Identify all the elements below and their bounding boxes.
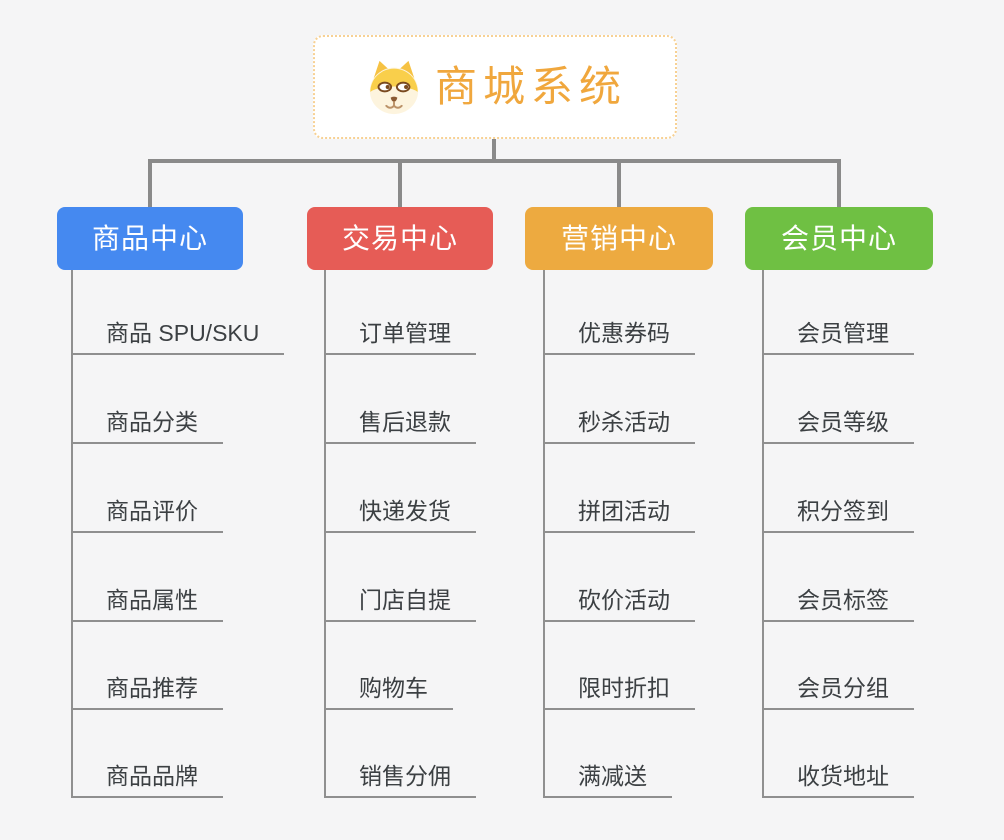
connector-branch-stub <box>148 159 152 207</box>
leaf-node[interactable]: 限时折扣 <box>543 675 695 710</box>
branch-label: 交易中心 <box>341 222 458 254</box>
root-title: 商城系统 <box>434 63 627 110</box>
leaf-label: 限时折扣 <box>578 675 670 701</box>
connector-trunk <box>71 270 73 798</box>
leaf-label: 积分签到 <box>797 498 889 524</box>
leaf-label: 订单管理 <box>359 320 451 346</box>
leaf-label: 商品属性 <box>106 587 198 613</box>
branch-label: 营销中心 <box>560 222 677 254</box>
leaf-label: 秒杀活动 <box>578 409 670 435</box>
leaf-node[interactable]: 收货地址 <box>762 763 914 798</box>
leaf-node[interactable]: 购物车 <box>324 675 453 710</box>
branch-node[interactable]: 会员中心 <box>745 207 933 270</box>
leaf-node[interactable]: 门店自提 <box>324 587 476 622</box>
root-node[interactable]: 商城系统 <box>313 35 677 139</box>
leaf-node[interactable]: 售后退款 <box>324 409 476 444</box>
leaf-node[interactable]: 积分签到 <box>762 498 914 533</box>
branch-node[interactable]: 营销中心 <box>525 207 713 270</box>
leaf-node[interactable]: 会员分组 <box>762 675 914 710</box>
leaf-node[interactable]: 商品属性 <box>71 587 223 622</box>
branch-node[interactable]: 商品中心 <box>57 207 243 270</box>
leaf-label: 优惠券码 <box>578 320 670 346</box>
leaf-label: 拼团活动 <box>578 498 670 524</box>
connector-branch-stub <box>837 159 841 207</box>
leaf-label: 销售分佣 <box>359 763 451 789</box>
leaf-node[interactable]: 会员管理 <box>762 320 914 355</box>
leaf-node[interactable]: 订单管理 <box>324 320 476 355</box>
leaf-label: 会员等级 <box>797 409 889 435</box>
leaf-label: 商品评价 <box>106 498 198 524</box>
leaf-node[interactable]: 秒杀活动 <box>543 409 695 444</box>
leaf-label: 门店自提 <box>359 587 451 613</box>
leaf-label: 会员管理 <box>797 320 889 346</box>
leaf-label: 商品品牌 <box>106 763 198 789</box>
leaf-label: 商品推荐 <box>106 675 198 701</box>
leaf-node[interactable]: 商品 SPU/SKU <box>71 320 285 355</box>
leaf-label: 售后退款 <box>359 409 451 435</box>
leaf-node[interactable]: 销售分佣 <box>324 763 476 798</box>
leaf-node[interactable]: 满减送 <box>543 763 672 798</box>
leaf-label: 商品分类 <box>106 409 198 435</box>
leaf-node[interactable]: 商品品牌 <box>71 763 223 798</box>
connector-root-stub <box>492 139 496 163</box>
connector-branch-stub <box>617 159 621 207</box>
leaf-node[interactable]: 优惠券码 <box>543 320 695 355</box>
leaf-node[interactable]: 商品推荐 <box>71 675 223 710</box>
leaf-node[interactable]: 砍价活动 <box>543 587 695 622</box>
leaf-label: 商品 SPU/SKU <box>106 320 260 346</box>
connector-branch-stub <box>398 159 402 207</box>
leaf-node[interactable]: 拼团活动 <box>543 498 695 533</box>
connector-trunk <box>324 270 326 798</box>
leaf-node[interactable]: 商品评价 <box>71 498 223 533</box>
branch-label: 会员中心 <box>780 222 897 254</box>
connector-horizontal <box>149 159 841 163</box>
leaf-node[interactable]: 商品分类 <box>71 409 223 444</box>
leaf-label: 砍价活动 <box>578 587 670 613</box>
leaf-label: 收货地址 <box>797 763 889 789</box>
connector-trunk <box>762 270 764 798</box>
leaf-label: 快递发货 <box>359 498 451 524</box>
branch-node[interactable]: 交易中心 <box>307 207 493 270</box>
connector-trunk <box>543 270 545 798</box>
leaf-node[interactable]: 快递发货 <box>324 498 476 533</box>
leaf-node[interactable]: 会员等级 <box>762 409 914 444</box>
leaf-label: 会员分组 <box>797 675 889 701</box>
branch-label: 商品中心 <box>91 222 208 254</box>
leaf-label: 购物车 <box>359 675 428 701</box>
dog-face-icon <box>363 58 425 116</box>
leaf-label: 满减送 <box>578 763 647 789</box>
leaf-node[interactable]: 会员标签 <box>762 587 914 622</box>
leaf-label: 会员标签 <box>797 587 889 613</box>
